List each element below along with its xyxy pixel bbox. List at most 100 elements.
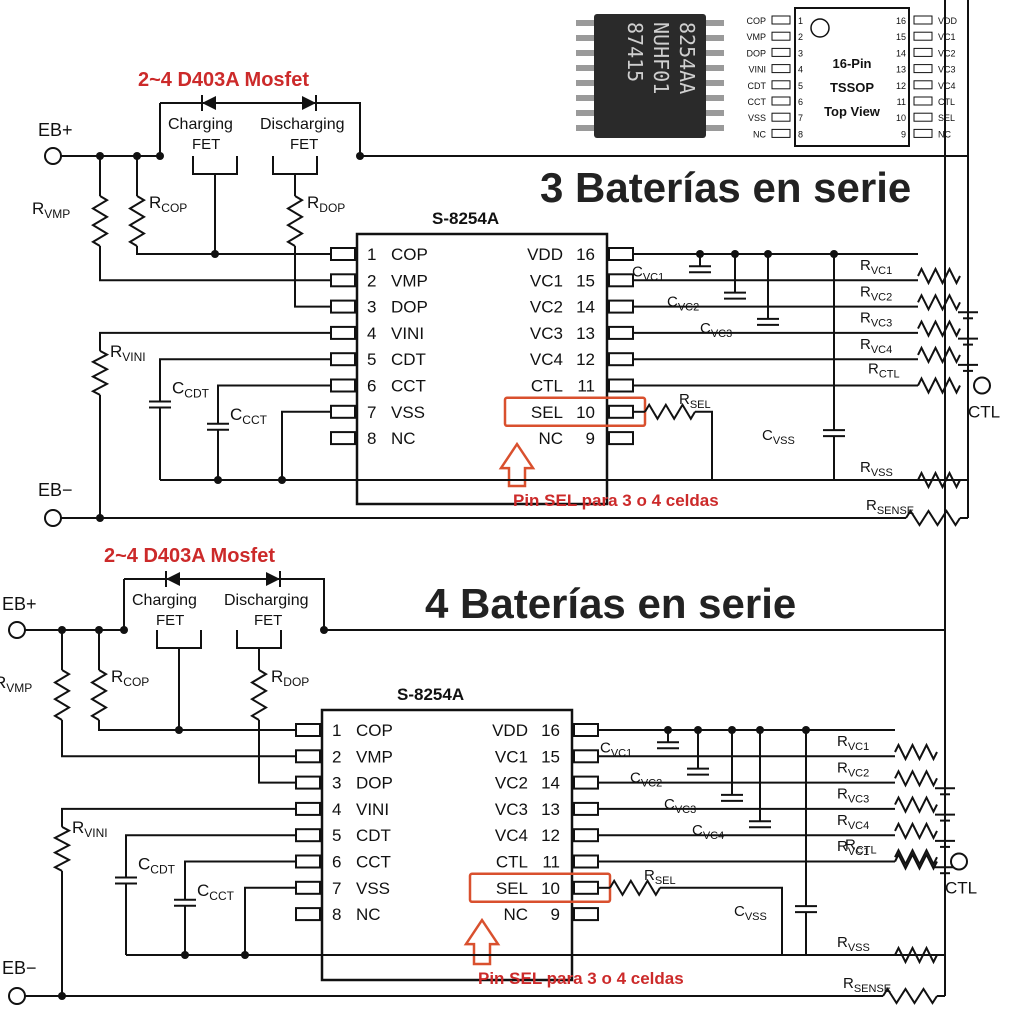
top-r-vc4 [917,345,961,365]
top-pin-6-num: 6 [367,377,376,396]
bottom-c-vc3-label: CVC3 [664,796,696,816]
bottom-eb-minus-label: EB− [2,958,37,978]
pinout-right-label: CTL [938,97,955,107]
top-r-vc3 [917,319,961,338]
top-ctl-terminal [973,376,991,395]
top-pin-4-num: 4 [367,324,376,343]
bottom-pin-15-num: 15 [541,747,560,766]
junction-dot [214,476,222,484]
pinout-right-label: VDD [938,16,958,26]
top-pin-15 [608,273,634,288]
pinout-desc: 16-Pin [832,56,871,71]
bottom-vss-wire [244,886,296,955]
top-pin-14-name: VC2 [530,298,563,317]
chip-lead-right [706,20,724,26]
bottom-ctl-label: CTL [945,879,977,898]
top-discharging-label: Discharging [260,116,344,133]
bottom-sel-arrow [463,917,501,966]
bottom-charging-label: Charging [132,592,197,609]
bottom-pin-6-name: CCT [356,853,391,872]
pinout-right-num: 11 [897,97,906,107]
top-pin-12-name: VC4 [530,350,563,369]
pinout-left-num: 6 [798,97,803,107]
top-r-vss-label: RVSS [860,459,893,479]
top-mosfet-label: 2~4 D403A Mosfet [138,69,309,91]
chip-lead-right [706,80,724,86]
pinout-pin [771,128,791,138]
bottom-pin-13-num: 13 [541,800,560,819]
bottom-pin-5-name: CDT [356,826,391,845]
bottom-fet-label-2: FET [254,612,282,629]
junction-dot [830,250,838,258]
junction-dot [96,514,104,522]
bottom-pin-12-num: 12 [541,826,560,845]
top-pin-12-num: 12 [576,350,595,369]
bottom-pin-14-num: 14 [541,774,560,793]
top-cdt-wire [159,358,331,402]
top-r-vc1 [917,266,961,286]
top-pin-7-name: VSS [391,403,425,422]
top-pin-13-name: VC3 [530,324,563,343]
top-eb-minus-terminal [44,509,62,527]
bottom-r-sense-label: RSENSE [843,975,891,995]
top-eb-plus-label: EB+ [38,120,73,140]
chip-lead-right [706,125,724,131]
junction-dot [175,726,183,734]
top-pin-14-num: 14 [576,298,595,317]
bottom-vmp-wire [61,720,296,758]
bottom-r-vc1 [894,742,938,762]
top-pin-8-num: 8 [367,429,376,448]
top-fet-gate-charging [192,156,238,175]
top-pin-9-num: 9 [586,429,595,448]
bottom-r-vc4 [894,821,938,841]
pinout-pin [913,80,933,90]
top-fet-label-1: FET [192,136,220,153]
pinout-right-num: 9 [901,129,906,139]
bottom-eb-plus-label: EB+ [2,594,37,614]
junction-dot [156,152,164,160]
bottom-pin-2 [295,749,321,764]
top-pin-16-num: 16 [576,245,595,264]
top-dop-wire [294,246,331,308]
top-fet-outline [159,102,361,156]
bottom-pin-12-name: VC4 [495,826,528,845]
pinout-left-label: CCT [748,97,767,107]
bottom-ic-body [320,708,574,982]
bottom-fet-gate-charging [156,630,202,649]
bottom-pin-9-name: NC [503,905,528,924]
bottom-pin-2-num: 2 [332,747,341,766]
pinout-right-label: VC3 [938,65,956,75]
top-pin-3 [330,299,356,314]
chip-marking: NUHF01 [649,22,673,94]
top-charging-label: Charging [168,116,233,133]
bottom-pin-1 [295,723,321,737]
bottom-pin-3 [295,775,321,790]
bottom-pin-14-name: VC2 [495,774,528,793]
pinout-desc: Top View [824,104,881,119]
pinout-right-label: SEL [938,113,955,123]
bottom-r-vc2 [894,769,938,788]
top-pin-9-name: NC [538,429,563,448]
bottom-r-vc2-label: RVC2 [837,759,869,779]
top-eb-plus-terminal [44,147,62,165]
tssop-chip-photo [594,14,706,138]
bottom-c-vss-label: CVSS [734,903,767,923]
bottom-r-vc5 [894,847,938,867]
top-pin-5-name: CDT [391,350,426,369]
top-sel-arrow [498,441,536,488]
bottom-eb-minus-terminal [8,987,26,1005]
pinout-left-num: 5 [798,81,803,91]
top-pin-6-name: CCT [391,377,426,396]
bottom-r-vini-label: RVINI [72,818,108,840]
pinout-left-label: CDT [748,81,767,91]
top-cct-wire [217,384,331,424]
top-c-vss-label: CVSS [762,427,795,447]
pinout-left-num: 2 [798,32,803,42]
pinout-right-num: 14 [896,48,906,58]
junction-dot [211,250,219,258]
top-c-cct-label: CCCT [230,405,268,427]
pinout-left-label: VSS [748,113,766,123]
chip-lead-left [576,95,594,101]
pinout-right-num: 10 [896,113,906,123]
